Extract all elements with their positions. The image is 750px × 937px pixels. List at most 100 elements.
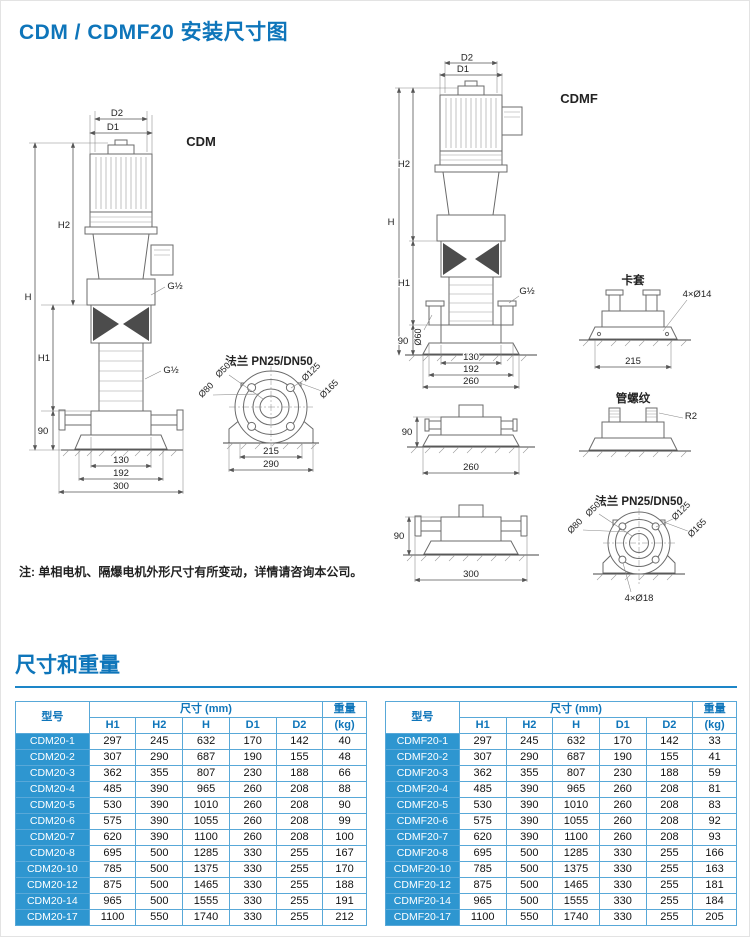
value-cell: 620 [458, 829, 507, 846]
cdm-header-h: H [182, 717, 230, 734]
model-cell: CDM20-8 [15, 845, 90, 862]
cdm-header-weight: 重量 [322, 701, 367, 718]
value-cell: 1555 [552, 893, 600, 910]
value-cell: 255 [275, 861, 324, 878]
value-cell: 500 [505, 845, 554, 862]
pipe-thread-spec-label: R2 [685, 411, 697, 422]
value-cell: 142 [275, 733, 324, 750]
value-cell: 92 [692, 813, 737, 830]
value-cell: 875 [458, 877, 507, 894]
value-cell: 362 [88, 765, 137, 782]
value-cell: 695 [88, 845, 137, 862]
cdmf-header-weight: 重量 [692, 701, 737, 718]
value-cell: 155 [275, 749, 324, 766]
model-cell: CDMF20-3 [385, 765, 460, 782]
value-cell: 330 [598, 845, 647, 862]
cdm-table: 型号 尺寸 (mm) 重量 H1 H2 H D1 D2 (kg) CDM20-1… [15, 701, 367, 926]
value-cell: 208 [275, 829, 324, 846]
value-cell: 965 [552, 781, 600, 798]
cdmf-h-label: H [388, 217, 395, 228]
model-cell: CDM20-14 [15, 893, 90, 910]
clamp-width-label: 215 [625, 356, 641, 367]
cdmf-variant2-width-label: 260 [463, 462, 479, 473]
value-cell: 330 [228, 877, 277, 894]
value-cell: 632 [552, 733, 600, 750]
value-cell: 208 [275, 813, 324, 830]
value-cell: 575 [88, 813, 137, 830]
value-cell: 807 [182, 765, 230, 782]
value-cell: 390 [505, 797, 554, 814]
value-cell: 390 [505, 781, 554, 798]
cdm-table-head: 型号 尺寸 (mm) 重量 H1 H2 H D1 D2 (kg) [15, 701, 367, 734]
value-cell: 965 [182, 781, 230, 798]
cdm-header-model: 型号 [15, 701, 90, 734]
value-cell: 1055 [552, 813, 600, 830]
tables-row: 型号 尺寸 (mm) 重量 H1 H2 H D1 D2 (kg) CDM20-1… [1, 688, 749, 926]
value-cell: 500 [135, 893, 184, 910]
value-cell: 33 [692, 733, 737, 750]
value-cell: 190 [598, 749, 647, 766]
value-cell: 208 [275, 781, 324, 798]
cdmf-flange-detail: 法兰 PN25/DN50 Ø50 Ø80 Ø125 Ø165 4×Ø18 [564, 493, 709, 605]
value-cell: 40 [322, 733, 367, 750]
clamp-title: 卡套 [622, 273, 645, 287]
value-cell: 208 [645, 797, 694, 814]
dimensions-weights-section: 尺寸和重量 型号 尺寸 (mm) 重量 H1 H2 H D1 [1, 649, 749, 926]
value-cell: 260 [228, 829, 277, 846]
value-cell: 81 [692, 781, 737, 798]
value-cell: 260 [228, 797, 277, 814]
cdmf-d2-label: D2 [461, 53, 473, 64]
value-cell: 550 [505, 909, 554, 926]
cdm-port2-label: G½ [163, 365, 178, 376]
value-cell: 163 [692, 861, 737, 878]
value-cell: 230 [598, 765, 647, 782]
value-cell: 245 [135, 733, 184, 750]
value-cell: 255 [645, 861, 694, 878]
cdm-flange-d165-label: Ø165 [318, 378, 341, 401]
cdmf-base-variant2: 90 260 [401, 404, 535, 476]
cdm-width3-label: 300 [113, 481, 129, 492]
value-cell: 167 [322, 845, 367, 862]
cdmf-header-dims: 尺寸 (mm) [458, 701, 694, 718]
value-cell: 965 [458, 893, 507, 910]
cdm-header-weight-unit: (kg) [322, 717, 367, 734]
pipe-thread-detail: 管螺纹 R2 [579, 390, 698, 458]
cdm-width1-label: 130 [113, 455, 129, 466]
cdm-base-height-label: 90 [38, 426, 49, 437]
model-cell: CDMF20-1 [385, 733, 460, 750]
value-cell: 83 [692, 797, 737, 814]
cdmf-header-h2: H2 [505, 717, 554, 734]
value-cell: 330 [228, 861, 277, 878]
value-cell: 330 [228, 909, 277, 926]
value-cell: 785 [458, 861, 507, 878]
cdm-figure-title: CDM [186, 134, 216, 149]
value-cell: 59 [692, 765, 737, 782]
cdm-flange-290-label: 290 [263, 459, 279, 470]
value-cell: 90 [322, 797, 367, 814]
value-cell: 485 [88, 781, 137, 798]
value-cell: 1010 [552, 797, 600, 814]
value-cell: 1100 [552, 829, 600, 846]
cdm-h1-label: H1 [38, 353, 50, 364]
model-cell: CDMF20-8 [385, 845, 460, 862]
cdmf-table: 型号 尺寸 (mm) 重量 H1 H2 H D1 D2 (kg) CDMF20-… [385, 701, 737, 926]
value-cell: 355 [135, 765, 184, 782]
cdm-header-d1: D1 [228, 717, 277, 734]
value-cell: 575 [458, 813, 507, 830]
value-cell: 500 [505, 893, 554, 910]
value-cell: 330 [598, 861, 647, 878]
value-cell: 500 [135, 877, 184, 894]
model-cell: CDMF20-5 [385, 797, 460, 814]
value-cell: 255 [275, 845, 324, 862]
cdmf-width3-label: 260 [463, 376, 479, 387]
model-cell: CDM20-3 [15, 765, 90, 782]
cdmf-pipe-label: Ø60 [413, 328, 423, 345]
